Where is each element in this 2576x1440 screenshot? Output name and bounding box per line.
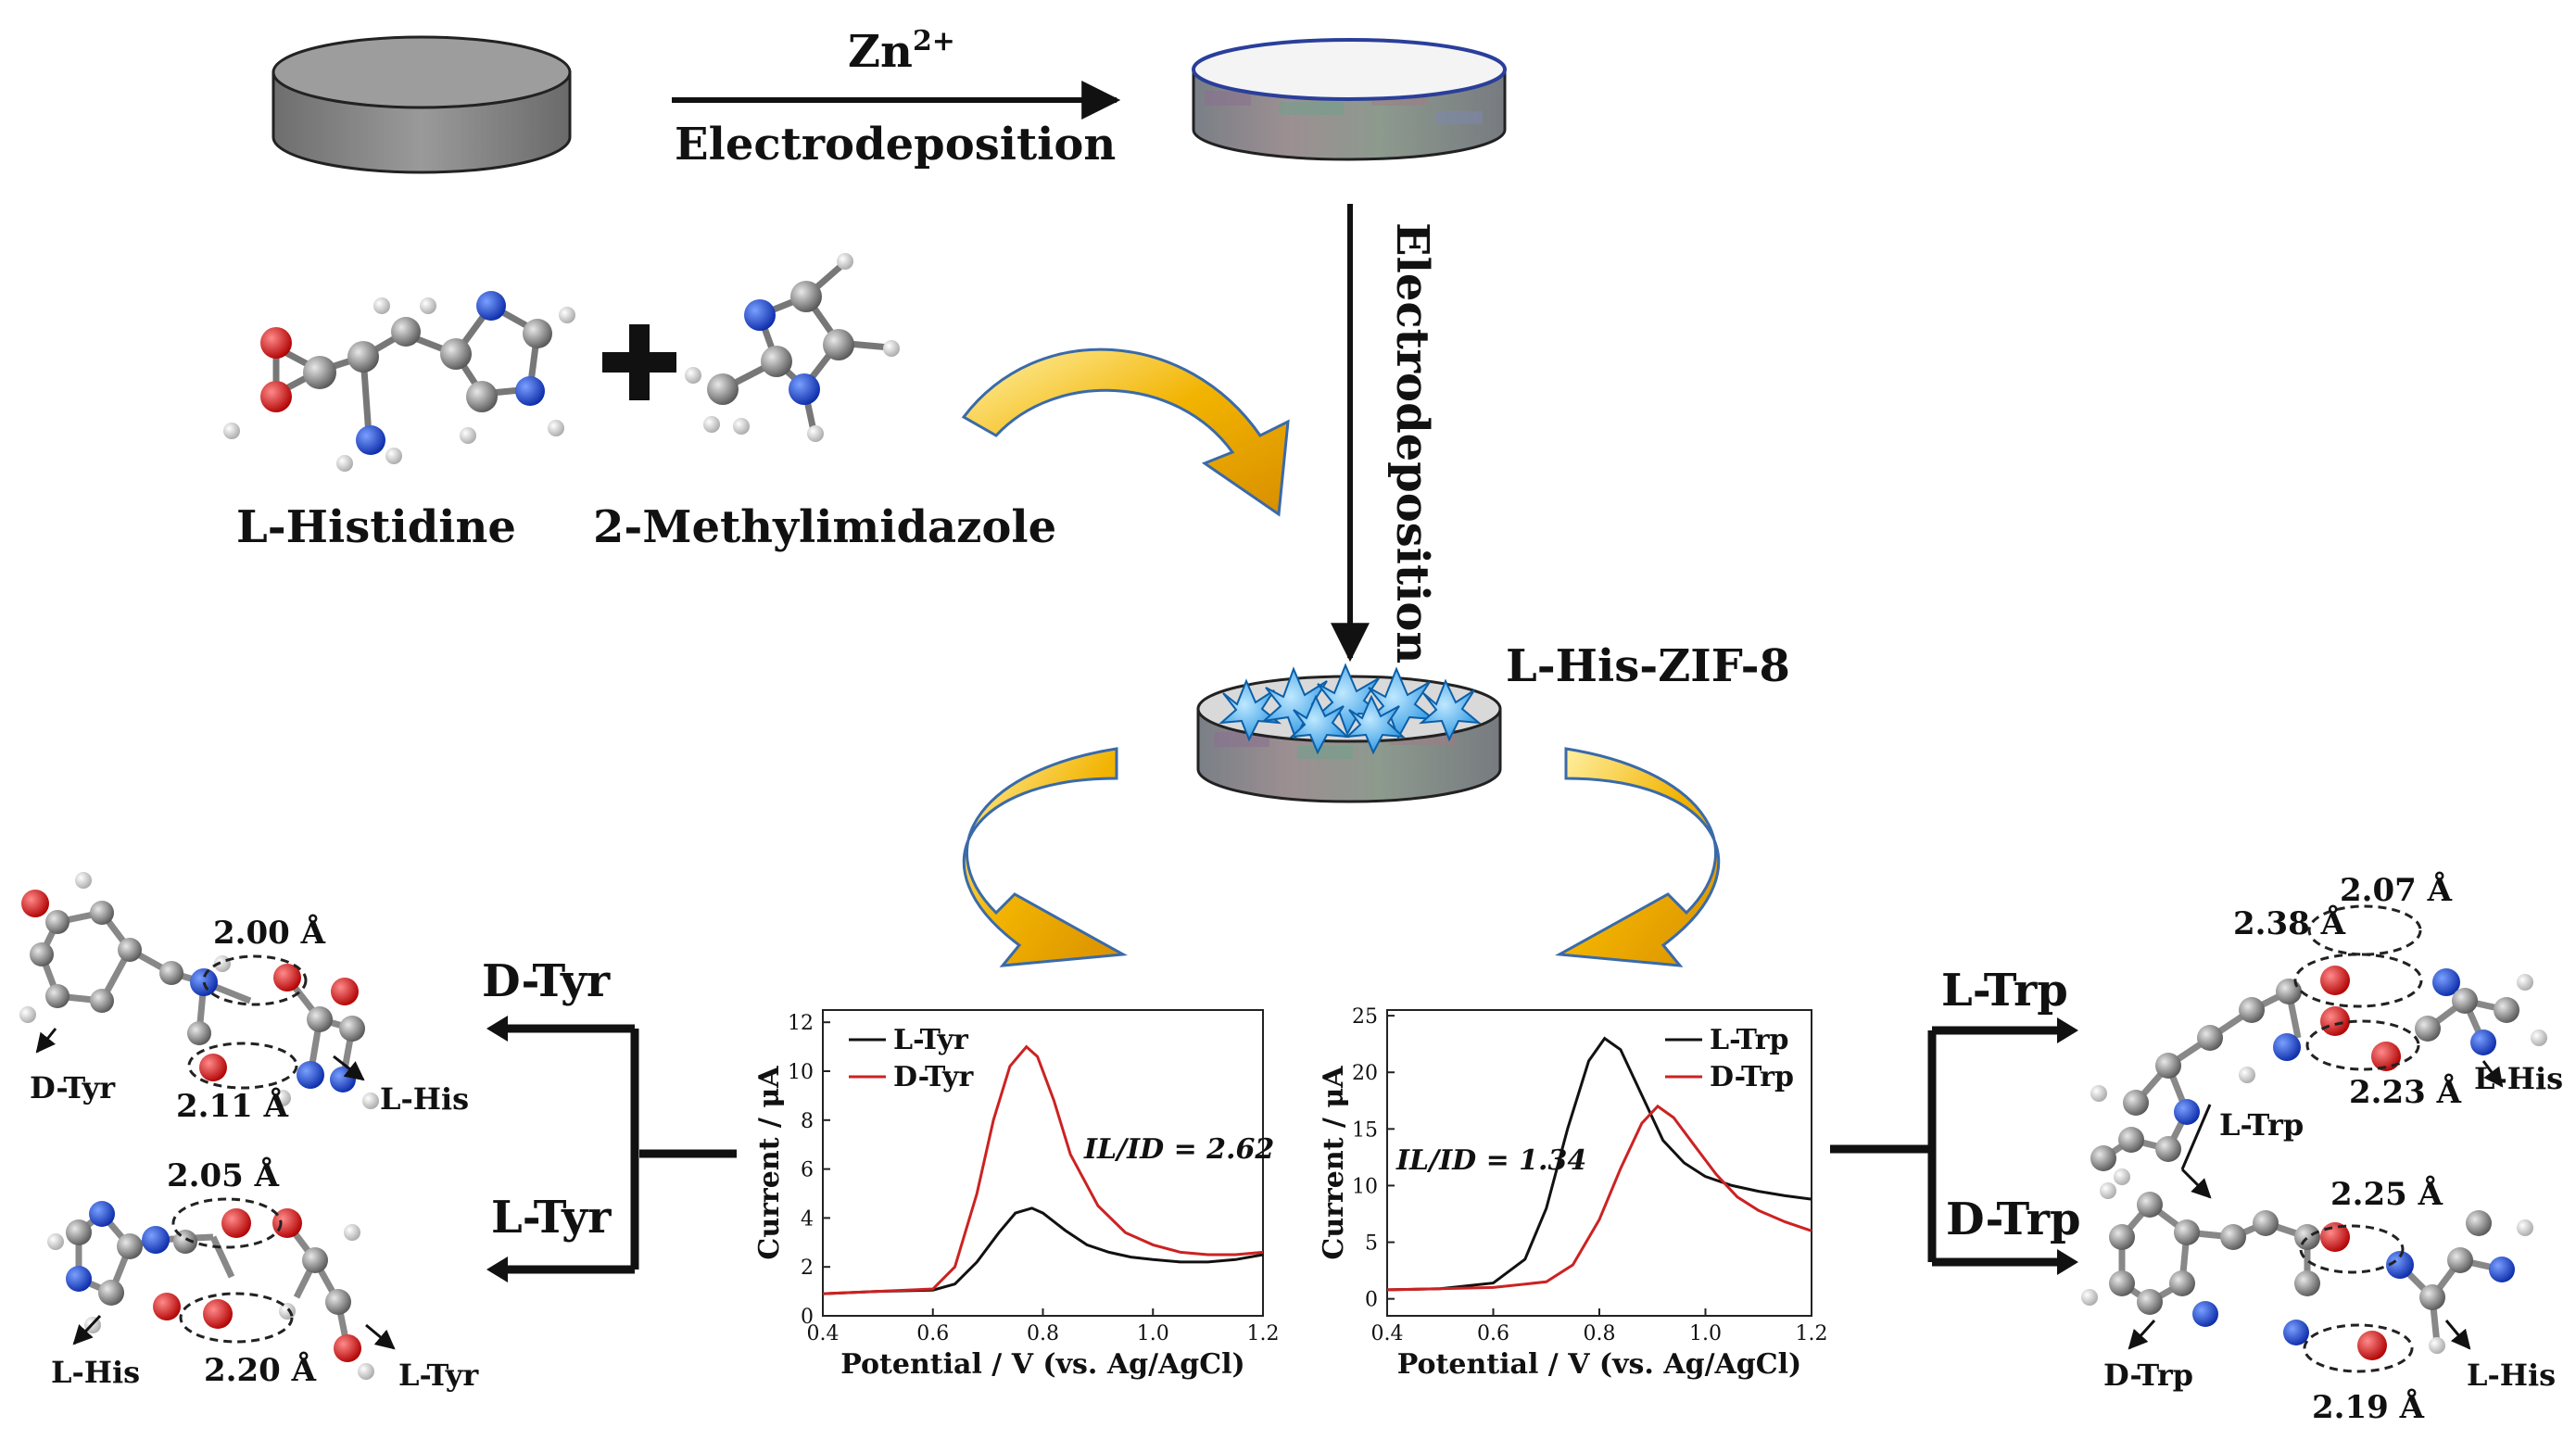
tyr-top-distance-2: 2.11 Å xyxy=(176,1087,289,1125)
y-tick-label: 5 xyxy=(1365,1232,1378,1256)
reagent-1-label: L-Histidine xyxy=(236,501,516,553)
tyr-bottom-left-label: L-His xyxy=(51,1355,140,1390)
l-histidine-molecule xyxy=(223,291,575,472)
tyr-top-right-label: L-His xyxy=(380,1081,469,1117)
y-tick-label: 15 xyxy=(1352,1118,1378,1142)
series-line-D-Tyr xyxy=(822,1044,1264,1295)
tyr-top-left-label: D-Tyr xyxy=(30,1070,116,1105)
x-tick-label: 0.8 xyxy=(1584,1322,1616,1345)
curved-arrow-left xyxy=(963,747,1128,967)
trp-bottom-distance-1: 2.25 Å xyxy=(2330,1175,2443,1213)
series-line-L-Tyr xyxy=(822,1206,1264,1295)
trp-top-hbond-1 xyxy=(2307,904,2422,956)
y-tick-label: 8 xyxy=(801,1110,814,1133)
y-tick-label: 20 xyxy=(1352,1062,1378,1085)
tyr-branch-top-label: D-Tyr xyxy=(482,955,611,1007)
tyr-top-hbond-2 xyxy=(187,1042,298,1090)
y-tick-label: 25 xyxy=(1352,1005,1378,1029)
x-tick-label: 1.0 xyxy=(1689,1322,1722,1345)
trp-top-left-label: L-Trp xyxy=(2219,1107,2304,1143)
trp-bottom-hbond-2 xyxy=(2303,1323,2414,1373)
reagent-2-label: 2-Methylimidazole xyxy=(593,501,1056,553)
l-his-l-tyr-complex xyxy=(47,1201,374,1380)
series-line-L-Trp xyxy=(1386,1036,1812,1292)
curved-arrow-right xyxy=(1555,747,1720,967)
tyr-top-distance-1: 2.00 Å xyxy=(213,914,326,952)
trp-branch-bottom-label: D-Trp xyxy=(1946,1194,2081,1245)
y-tick-label: 10 xyxy=(788,1061,814,1084)
tyr-branch-bracket xyxy=(486,1016,737,1282)
y-tick-label: 0 xyxy=(1365,1289,1378,1312)
tyr-bottom-distance-2: 2.20 Å xyxy=(204,1351,317,1389)
trp-bottom-hbond-1 xyxy=(2299,1224,2405,1274)
electrodeposition-label-1: Electrodeposition xyxy=(675,119,1116,171)
x-axis-label: Potential / V (vs. Ag/AgCl) xyxy=(840,1348,1245,1381)
curved-arrow-top xyxy=(961,347,1290,517)
d-trp-l-his-complex xyxy=(2081,1168,2533,1360)
legend-label: D-Trp xyxy=(1710,1061,1794,1093)
y-tick-label: 2 xyxy=(801,1257,814,1280)
trp-top-right-label: L-His xyxy=(2474,1061,2563,1096)
y-tick-label: 0 xyxy=(801,1306,814,1329)
x-axis-label: Potential / V (vs. Ag/AgCl) xyxy=(1397,1348,1802,1381)
tyr-branch-bottom-label: L-Tyr xyxy=(491,1192,612,1244)
y-tick-label: 10 xyxy=(1352,1175,1378,1198)
tyr-top-hbond-1 xyxy=(202,954,308,1006)
ratio-annotation: IL/ID = 2.62 xyxy=(1083,1133,1274,1166)
trp-branch-bracket xyxy=(1830,1017,2078,1275)
y-tick-label: 12 xyxy=(788,1012,814,1035)
series-line-D-Trp xyxy=(1386,1104,1812,1292)
zn-coated-electrode-disk xyxy=(1192,38,1507,161)
y-axis-label: Current / μA xyxy=(1318,1066,1350,1260)
trp-bottom-distance-2: 2.19 Å xyxy=(2312,1388,2425,1426)
trp-top-hbond-3 xyxy=(2305,1019,2420,1071)
legend-label: D-Tyr xyxy=(893,1061,975,1093)
tyr-bottom-right-label: L-Tyr xyxy=(398,1358,479,1393)
y-tick-label: 6 xyxy=(801,1159,814,1182)
tyr-bottom-hbond-2 xyxy=(179,1292,294,1344)
trp-top-distance-3: 2.23 Å xyxy=(2349,1073,2462,1111)
y-tick-label: 4 xyxy=(801,1207,814,1231)
tyr-bottom-hbond-1 xyxy=(171,1197,283,1249)
l-trp-l-his-complex xyxy=(2090,966,2547,1199)
trp-top-hbond-2 xyxy=(2293,953,2423,1008)
x-tick-label: 0.4 xyxy=(807,1322,840,1345)
trp-bottom-left-label: D-Trp xyxy=(2103,1358,2193,1393)
trp-branch-top-label: L-Trp xyxy=(1941,965,2068,1017)
l-his-zif8-electrode xyxy=(1196,663,1502,803)
2-methylimidazole-molecule xyxy=(685,253,900,442)
x-tick-label: 1.0 xyxy=(1137,1322,1169,1345)
bare-electrode-disk xyxy=(271,35,572,174)
d-tyr-l-his-complex xyxy=(19,872,379,1109)
product-label: L-His-ZIF-8 xyxy=(1506,640,1790,692)
x-tick-label: 0.8 xyxy=(1027,1322,1059,1345)
x-tick-label: 0.6 xyxy=(916,1322,949,1345)
zn-label: Zn2+ xyxy=(848,25,955,78)
plus-sign xyxy=(602,324,676,400)
trp-bottom-right-label: L-His xyxy=(2467,1358,2556,1393)
electrodeposition-label-2: Electrodeposition xyxy=(1386,222,1438,663)
trp-top-distance-2: 2.07 Å xyxy=(2340,871,2453,909)
x-tick-label: 0.4 xyxy=(1371,1322,1404,1345)
trp-top-left-pointer xyxy=(2180,1104,2212,1170)
y-axis-label: Current / μA xyxy=(753,1066,786,1260)
x-tick-label: 0.6 xyxy=(1477,1322,1509,1345)
tyr-bottom-distance-1: 2.05 Å xyxy=(167,1156,280,1194)
ratio-annotation: IL/ID = 1.34 xyxy=(1395,1144,1586,1177)
legend-label: L-Tyr xyxy=(893,1024,969,1056)
x-tick-label: 1.2 xyxy=(1796,1322,1828,1345)
x-tick-label: 1.2 xyxy=(1247,1322,1280,1345)
trp-top-distance-1: 2.38 Å xyxy=(2233,904,2346,942)
legend-label: L-Trp xyxy=(1710,1024,1789,1056)
